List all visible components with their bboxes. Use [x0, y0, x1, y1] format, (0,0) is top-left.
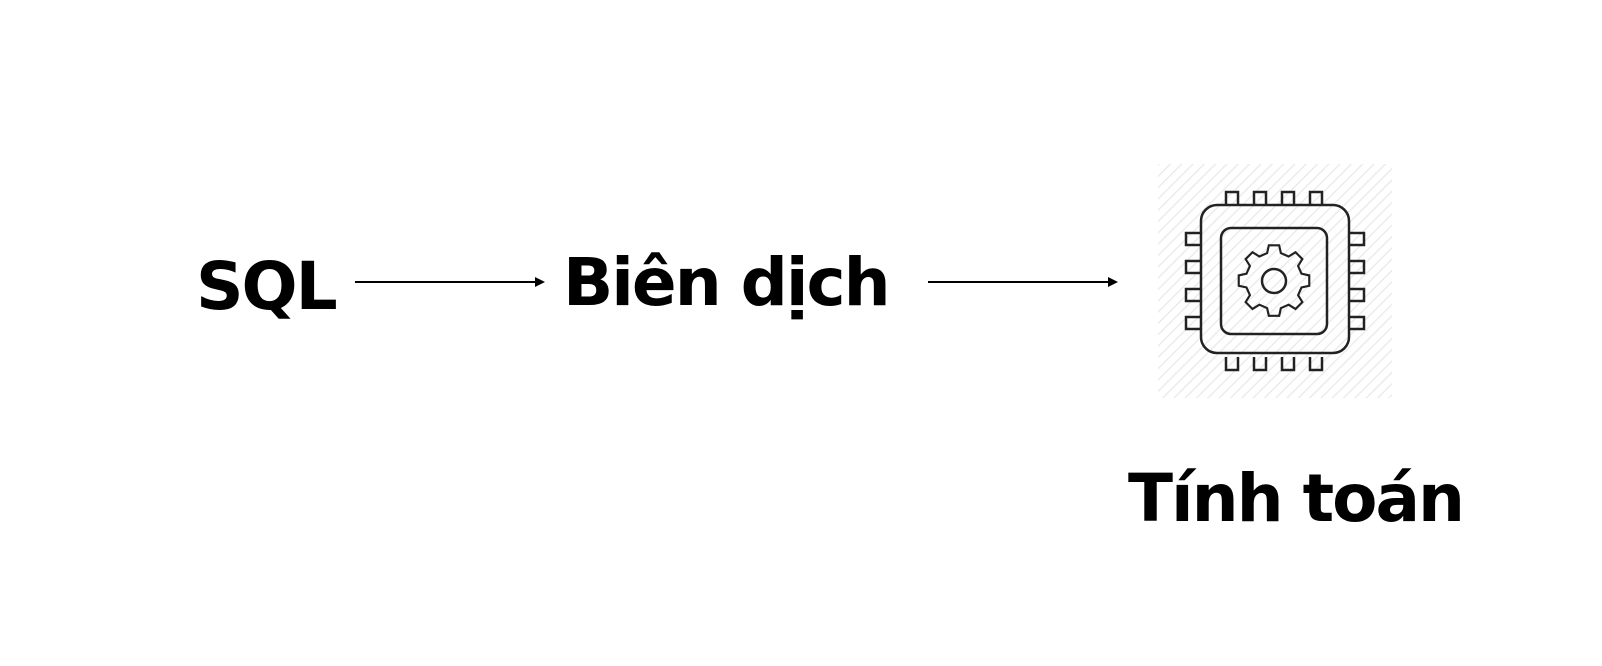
node-sql-label: SQL	[196, 248, 338, 325]
cpu-chip-gear-icon	[1158, 164, 1392, 398]
arrow-sql-to-compile	[355, 277, 545, 287]
arrow-compile-to-compute	[928, 277, 1118, 287]
node-compile-label: Biên dịch	[563, 244, 891, 321]
node-compute-label: Tính toán	[1128, 460, 1465, 537]
